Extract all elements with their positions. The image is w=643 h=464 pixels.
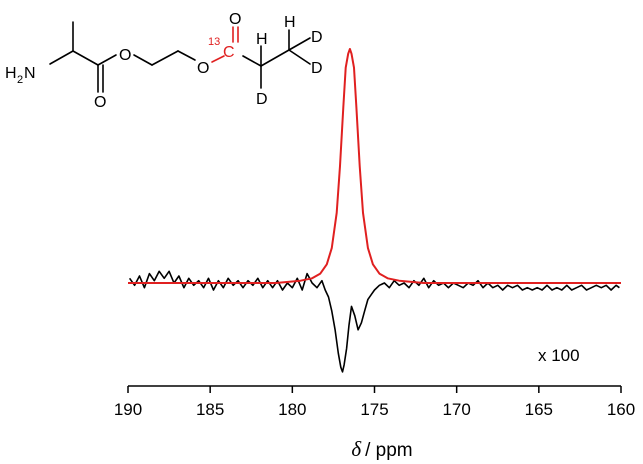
amine-n-label: N bbox=[24, 65, 36, 82]
deuterium-label-1: D bbox=[256, 91, 268, 108]
x-axis-title: δ/ ppm bbox=[351, 437, 412, 461]
molecule-labels: H 2 N O O O O 13 C H H D D D bbox=[5, 11, 323, 111]
x-axis-unit: / ppm bbox=[365, 440, 413, 461]
x-tick-label-170: 170 bbox=[442, 400, 470, 419]
plot-area: 190 185 180 175 170 165 160 bbox=[114, 48, 635, 419]
series-line-red bbox=[128, 48, 621, 284]
amine-sub-label: 2 bbox=[17, 74, 23, 86]
amine-h-label: H bbox=[5, 65, 17, 82]
molecule-structure bbox=[49, 21, 311, 93]
deuterium-label-3: D bbox=[311, 60, 323, 77]
hydrogen-label-2: H bbox=[284, 14, 296, 31]
x-tick-label-165: 165 bbox=[525, 400, 553, 419]
isotope-mass-label: 13 bbox=[208, 36, 220, 48]
x-axis-ticks: 190 185 180 175 170 165 160 bbox=[114, 386, 635, 419]
hydrogen-label-1: H bbox=[256, 31, 268, 48]
ester-oxygen-1: O bbox=[119, 47, 131, 64]
isotope-carbon-label: C bbox=[223, 44, 235, 61]
x-tick-label-160: 160 bbox=[607, 400, 635, 419]
series-layer bbox=[128, 48, 621, 373]
deuterium-label-2: D bbox=[311, 29, 323, 46]
x-tick-label-190: 190 bbox=[114, 400, 142, 419]
ester-oxygen-2: O bbox=[197, 60, 209, 77]
x-axis-symbol: δ bbox=[351, 437, 362, 461]
carbonyl-oxygen-2: O bbox=[229, 11, 241, 28]
x-tick-label-175: 175 bbox=[360, 400, 388, 419]
carbonyl-oxygen-1: O bbox=[94, 94, 106, 111]
x-tick-label-180: 180 bbox=[278, 400, 306, 419]
x-tick-label-185: 185 bbox=[196, 400, 224, 419]
scale-annotation: x 100 bbox=[538, 346, 580, 365]
